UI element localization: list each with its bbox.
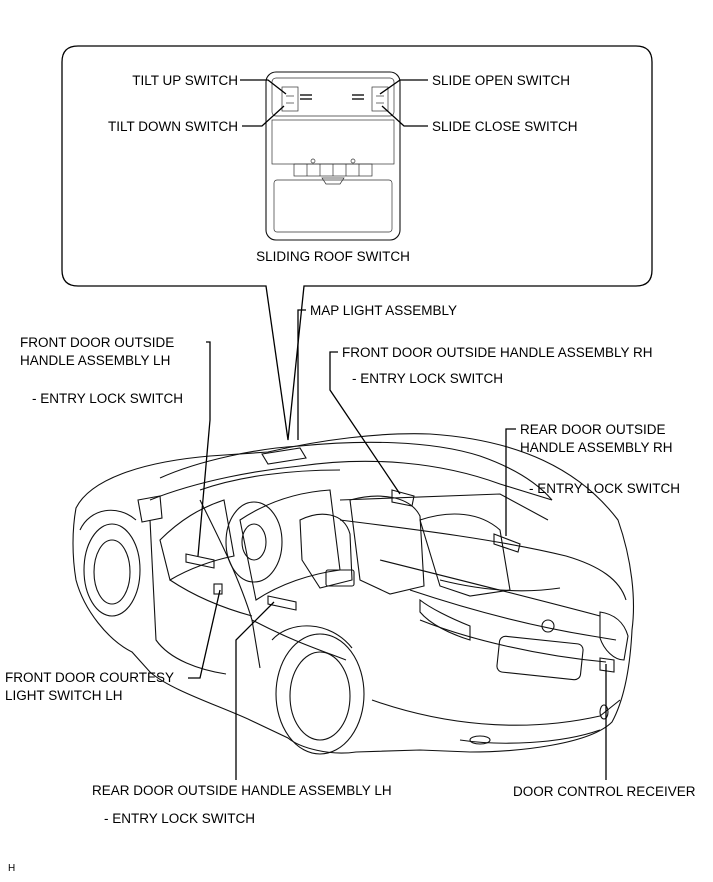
rear-door-rh-leader bbox=[505, 428, 516, 536]
slide-close-leader bbox=[381, 105, 428, 127]
front-door-rh-leader bbox=[329, 351, 401, 495]
inset-callout-frame bbox=[61, 45, 653, 441]
sliding-roof-switch-drawing bbox=[265, 71, 401, 241]
courtesy-switch-label-line2: LIGHT SWITCH LH bbox=[5, 688, 123, 703]
courtesy-switch-leader bbox=[188, 589, 221, 679]
rear-door-rh-label-line2: HANDLE ASSEMBLY RH bbox=[520, 440, 673, 455]
door-control-receiver-label: DOOR CONTROL RECEIVER bbox=[513, 784, 696, 799]
corner-mark: H bbox=[8, 863, 15, 874]
courtesy-switch-label-line1: FRONT DOOR COURTESY bbox=[5, 670, 174, 685]
car-illustration bbox=[72, 433, 634, 755]
front-door-lh-entry-lock-label: - ENTRY LOCK SWITCH bbox=[32, 391, 183, 406]
front-door-rh-label: FRONT DOOR OUTSIDE HANDLE ASSEMBLY RH bbox=[342, 345, 653, 360]
sliding-roof-switch-label: SLIDING ROOF SWITCH bbox=[256, 249, 410, 264]
slide-open-leader bbox=[379, 79, 428, 95]
slide-open-switch-label: SLIDE OPEN SWITCH bbox=[432, 73, 570, 88]
rear-door-rh-entry-lock-label: - ENTRY LOCK SWITCH bbox=[529, 481, 680, 496]
tilt-up-leader bbox=[240, 79, 287, 95]
front-door-lh-label-line1: FRONT DOOR OUTSIDE bbox=[20, 335, 174, 350]
tilt-down-leader bbox=[242, 105, 285, 127]
map-light-assembly-label: MAP LIGHT ASSEMBLY bbox=[310, 303, 457, 318]
map-light-leader bbox=[297, 309, 306, 440]
tilt-up-switch-label: TILT UP SWITCH bbox=[132, 73, 238, 88]
front-door-lh-leader bbox=[197, 341, 211, 557]
rear-door-lh-entry-lock-label: - ENTRY LOCK SWITCH bbox=[104, 811, 255, 826]
front-door-rh-entry-lock-label: - ENTRY LOCK SWITCH bbox=[352, 371, 503, 386]
slide-close-switch-label: SLIDE CLOSE SWITCH bbox=[432, 119, 578, 134]
rear-door-rh-label-line1: REAR DOOR OUTSIDE bbox=[520, 422, 666, 437]
rear-door-lh-label: REAR DOOR OUTSIDE HANDLE ASSEMBLY LH bbox=[92, 783, 392, 798]
front-door-lh-label-line2: HANDLE ASSEMBLY LH bbox=[20, 353, 170, 368]
tilt-down-switch-label: TILT DOWN SWITCH bbox=[108, 119, 238, 134]
rear-door-lh-leader bbox=[235, 601, 275, 780]
